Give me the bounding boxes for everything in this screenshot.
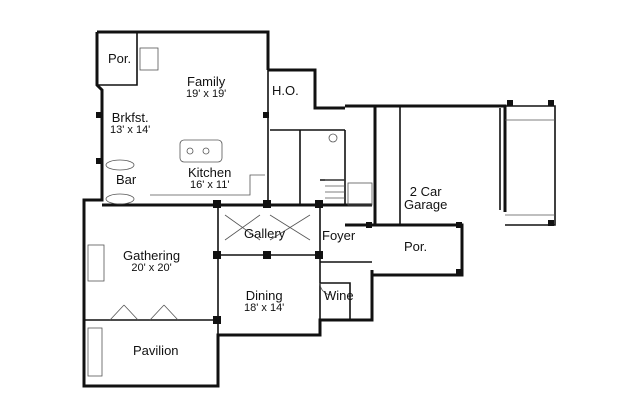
- room-label-dining: Dining 18' x 14': [244, 289, 284, 314]
- room-label-home-office: H.O.: [272, 84, 299, 98]
- room-dimensions: 19' x 19': [186, 87, 227, 100]
- room-name: Gathering: [123, 248, 181, 263]
- room-label-gallery: Gallery: [244, 227, 285, 241]
- room-label-family: Family 19' x 19': [186, 75, 226, 100]
- room-name: 2 Car Garage: [404, 183, 448, 213]
- room-label-wine: Wine: [324, 289, 354, 303]
- room-name: Por.: [108, 51, 132, 66]
- room-dimensions: 16' x 11': [189, 178, 230, 191]
- room-label-foyer: Foyer: [322, 229, 355, 243]
- room-dimensions: 20' x 20': [131, 261, 172, 274]
- room-name: Pavilion: [133, 343, 179, 358]
- room-label-garage: 2 Car Garage: [404, 151, 447, 245]
- room-name: H.O.: [272, 83, 299, 98]
- room-name: Wine: [324, 288, 354, 303]
- room-name: Gallery: [244, 226, 286, 241]
- interior-walls: [84, 32, 556, 386]
- room-label-gathering: Gathering 20' x 20': [123, 249, 180, 274]
- room-label-porch-right: Por.: [404, 240, 427, 254]
- fixtures: [87, 47, 555, 377]
- room-name: Kitchen: [188, 165, 232, 180]
- room-name: Brkfst.: [111, 110, 149, 125]
- room-name: Dining: [245, 288, 283, 303]
- room-label-bar: Bar: [116, 173, 136, 187]
- room-label-porch-left: Por.: [108, 52, 131, 66]
- columns: [96, 100, 554, 324]
- room-name: Family: [187, 74, 226, 89]
- room-name: Bar: [116, 172, 137, 187]
- room-label-kitchen: Kitchen 16' x 11': [188, 166, 231, 191]
- room-name: Por.: [404, 239, 428, 254]
- room-dimensions: 18' x 14': [244, 301, 285, 314]
- room-dimensions: 13' x 14': [110, 123, 151, 136]
- room-name: Foyer: [322, 228, 356, 243]
- room-label-breakfast: Brkfst. 13' x 14': [110, 111, 150, 136]
- room-label-pavilion: Pavilion: [133, 344, 179, 358]
